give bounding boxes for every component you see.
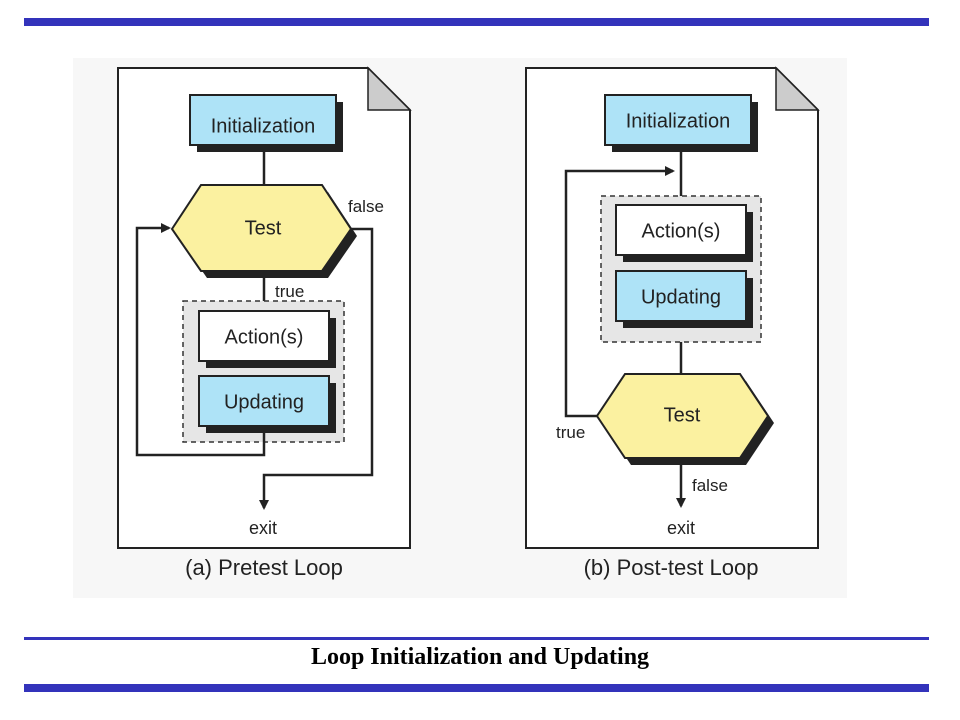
pretest-page-fold-icon bbox=[367, 66, 412, 111]
posttest-initialization-label: Initialization bbox=[626, 110, 731, 132]
posttest-caption: (b) Post-test Loop bbox=[584, 555, 759, 580]
slide-title: Loop Initialization and Updating bbox=[310, 644, 650, 670]
pretest-caption: (a) Pretest Loop bbox=[185, 555, 343, 580]
top-rule bbox=[24, 18, 929, 26]
posttest-page-fold-icon bbox=[775, 66, 820, 111]
posttest-exit-label: exit bbox=[667, 518, 695, 538]
bottom-rule bbox=[24, 684, 929, 692]
pretest-false-label: false bbox=[348, 197, 384, 216]
posttest-initialization-box: Initialization bbox=[604, 94, 758, 152]
pretest-false-exit-arrow bbox=[259, 227, 374, 510]
pretest-exit-label: exit bbox=[249, 518, 277, 538]
posttest-updating-box: Updating bbox=[615, 270, 753, 328]
pretest-action-box: Action(s) bbox=[198, 310, 336, 368]
pretest-panel: Initialization Test true Action(s) Updat… bbox=[117, 66, 412, 580]
pretest-true-label: true bbox=[275, 282, 304, 301]
posttest-action-label: Action(s) bbox=[642, 220, 721, 242]
title-upper-rule bbox=[24, 637, 929, 640]
posttest-test-decision: Test bbox=[595, 373, 774, 465]
posttest-false-label: false bbox=[692, 476, 728, 495]
pretest-updating-box: Updating bbox=[198, 375, 336, 433]
pretest-test-label: Test bbox=[245, 217, 282, 239]
pretest-test-decision: Test bbox=[170, 184, 357, 278]
posttest-updating-label: Updating bbox=[641, 286, 721, 308]
posttest-loop-back-arrow bbox=[564, 166, 675, 418]
pretest-initialization-label: Initialization bbox=[211, 115, 316, 137]
pretest-loop-back-arrow bbox=[135, 223, 266, 457]
pretest-updating-label: Updating bbox=[224, 391, 304, 413]
posttest-test-label: Test bbox=[664, 404, 701, 426]
posttest-true-label: true bbox=[556, 423, 585, 442]
pretest-action-label: Action(s) bbox=[225, 326, 304, 348]
posttest-action-box: Action(s) bbox=[615, 204, 753, 262]
pretest-initialization-box: Initialization bbox=[189, 94, 343, 152]
posttest-panel: Initialization Action(s) Updating Test t… bbox=[525, 66, 820, 580]
